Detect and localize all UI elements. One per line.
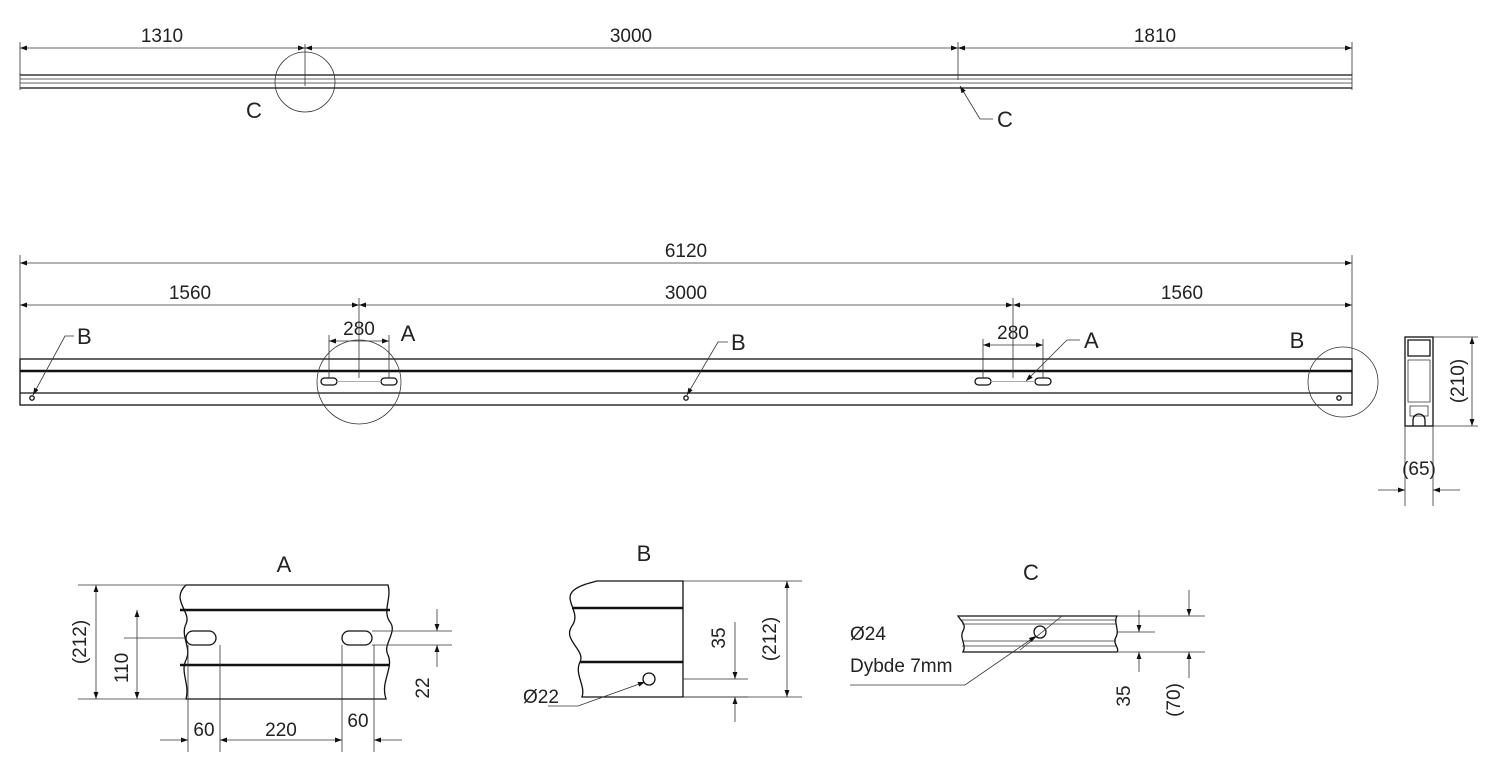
detail-b-circle xyxy=(1307,346,1379,418)
slot-pair-right xyxy=(974,339,1052,386)
front-callout-b-mid: B xyxy=(731,330,746,355)
front-callout-b-left: B xyxy=(77,324,92,349)
top-view-beam xyxy=(19,73,1353,90)
front-dim-slot-right: 280 xyxy=(997,323,1029,344)
detail-a-dim-60-right: 60 xyxy=(347,711,368,732)
front-callout-b-right: B xyxy=(1290,328,1305,353)
section-dim-width: (65) xyxy=(1402,459,1436,480)
detail-a-dim-22: 22 xyxy=(413,677,434,698)
top-callout-c-leader: C xyxy=(997,107,1013,132)
detail-a-dim-height: (212) xyxy=(70,620,91,664)
detail-c-dim-70: (70) xyxy=(1164,683,1185,717)
front-view: 6120 1560 3000 1560 280 A 280 xyxy=(19,241,1379,425)
front-view-beam xyxy=(19,358,1353,406)
slot-pair-left xyxy=(320,335,398,386)
detail-c-circle xyxy=(274,51,336,113)
detail-a-dim-220: 220 xyxy=(265,720,297,741)
detail-b-dim-height: (212) xyxy=(760,617,781,661)
detail-b-title: B xyxy=(637,541,652,566)
front-dim-mid: 3000 xyxy=(665,283,707,304)
front-b-leader-left xyxy=(32,335,74,396)
section-dim-height: (210) xyxy=(1448,359,1469,403)
front-callout-a-leader: A xyxy=(1084,328,1099,353)
detail-c-depth-note: Dybde 7mm xyxy=(850,656,952,677)
detail-c: C Ø24 Dybde 7mm 35 (70) xyxy=(850,560,1205,717)
detail-a-dim-60-left: 60 xyxy=(193,720,214,741)
front-b-leader-mid xyxy=(686,341,728,396)
detail-b-dim-35: 35 xyxy=(709,627,730,648)
hole-b-right xyxy=(1336,395,1342,401)
detail-c-hole xyxy=(1033,625,1047,639)
front-dim-right: 1560 xyxy=(1161,283,1203,304)
front-dim-total: 6120 xyxy=(665,241,707,262)
front-callout-a-circle: A xyxy=(401,321,416,346)
front-dim-left: 1560 xyxy=(169,283,211,304)
detail-a-title: A xyxy=(277,552,292,577)
detail-a-dim-110: 110 xyxy=(112,653,133,683)
detail-c-dim-35: 35 xyxy=(1114,685,1135,706)
top-callout-c-circle: C xyxy=(246,98,262,123)
detail-b: B 35 (212) Ø22 xyxy=(523,541,802,722)
hole-b-mid xyxy=(683,395,689,401)
detail-b-hole xyxy=(642,672,656,686)
hole-b-left xyxy=(29,395,35,401)
detail-c-dim-dia: Ø24 xyxy=(850,624,886,645)
front-a-leader xyxy=(1025,339,1080,382)
top-dim-right: 1810 xyxy=(1134,26,1176,47)
detail-a-circle xyxy=(316,339,402,425)
top-view: 1310 3000 1810 C C xyxy=(19,26,1353,132)
top-c-leader xyxy=(959,85,993,120)
top-dim-mid: 3000 xyxy=(610,26,652,47)
section-view: (210) (65) xyxy=(1378,336,1478,506)
detail-c-title: C xyxy=(1023,560,1039,585)
detail-a: A (212) 110 22 60 220 60 xyxy=(70,552,452,752)
front-dim-slot-left: 280 xyxy=(343,319,375,340)
top-dim-left: 1310 xyxy=(141,26,183,47)
detail-b-dim-dia: Ø22 xyxy=(523,687,559,708)
